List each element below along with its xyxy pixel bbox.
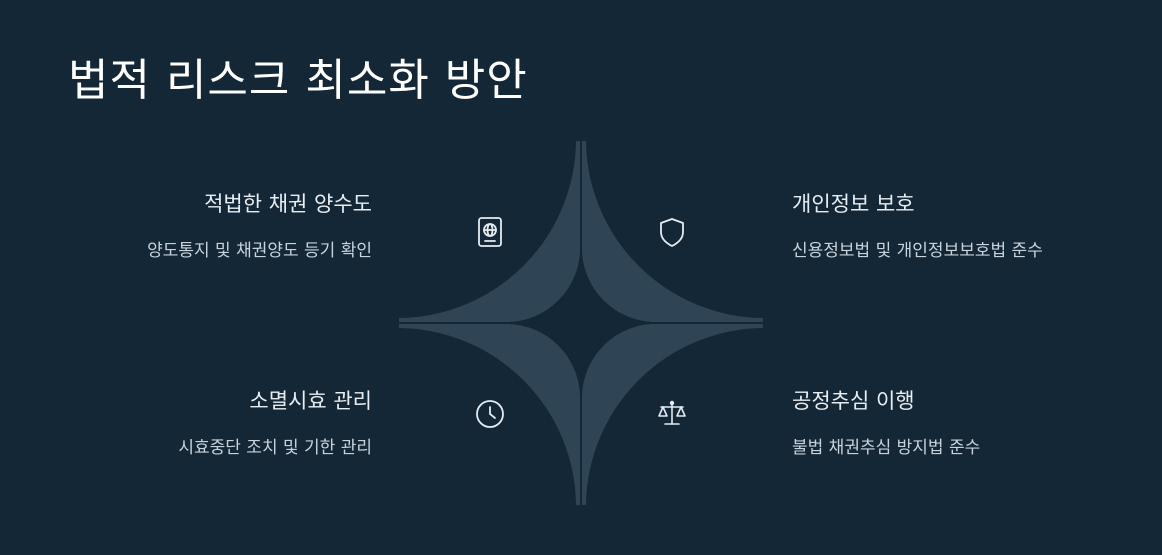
passport-icon [478, 217, 502, 247]
segment-bottom-left [399, 141, 580, 322]
segment-top-right [582, 324, 763, 505]
page-title: 법적 리스크 최소화 방안 [68, 55, 528, 106]
clock-icon [476, 400, 504, 428]
item-description: 신용정보법 및 개인정보보호법 준수 [792, 241, 1043, 261]
item-description: 양도통지 및 채권양도 등기 확인 [147, 241, 372, 261]
item-privacy: 개인정보 보호 신용정보법 및 개인정보보호법 준수 [792, 188, 1112, 261]
scales-icon [658, 400, 686, 425]
item-description: 시효중단 조치 및 기한 관리 [178, 438, 372, 458]
item-description: 불법 채권추심 방지법 준수 [792, 438, 981, 458]
item-legal-transfer: 적법한 채권 양수도 양도통지 및 채권양도 등기 확인 [52, 188, 372, 261]
quadrant-diagram [399, 141, 763, 505]
item-fair-collection: 공정추심 이행 불법 채권추심 방지법 준수 [792, 385, 1112, 458]
segment-top-left [399, 324, 580, 505]
segment-bottom-right [582, 141, 763, 322]
item-heading: 소멸시효 관리 [249, 389, 372, 413]
item-heading: 개인정보 보호 [792, 192, 915, 216]
item-heading: 공정추심 이행 [792, 389, 915, 413]
item-limitation: 소멸시효 관리 시효중단 조치 및 기한 관리 [52, 385, 372, 458]
item-heading: 적법한 채권 양수도 [204, 192, 372, 216]
shield-icon [660, 218, 684, 247]
